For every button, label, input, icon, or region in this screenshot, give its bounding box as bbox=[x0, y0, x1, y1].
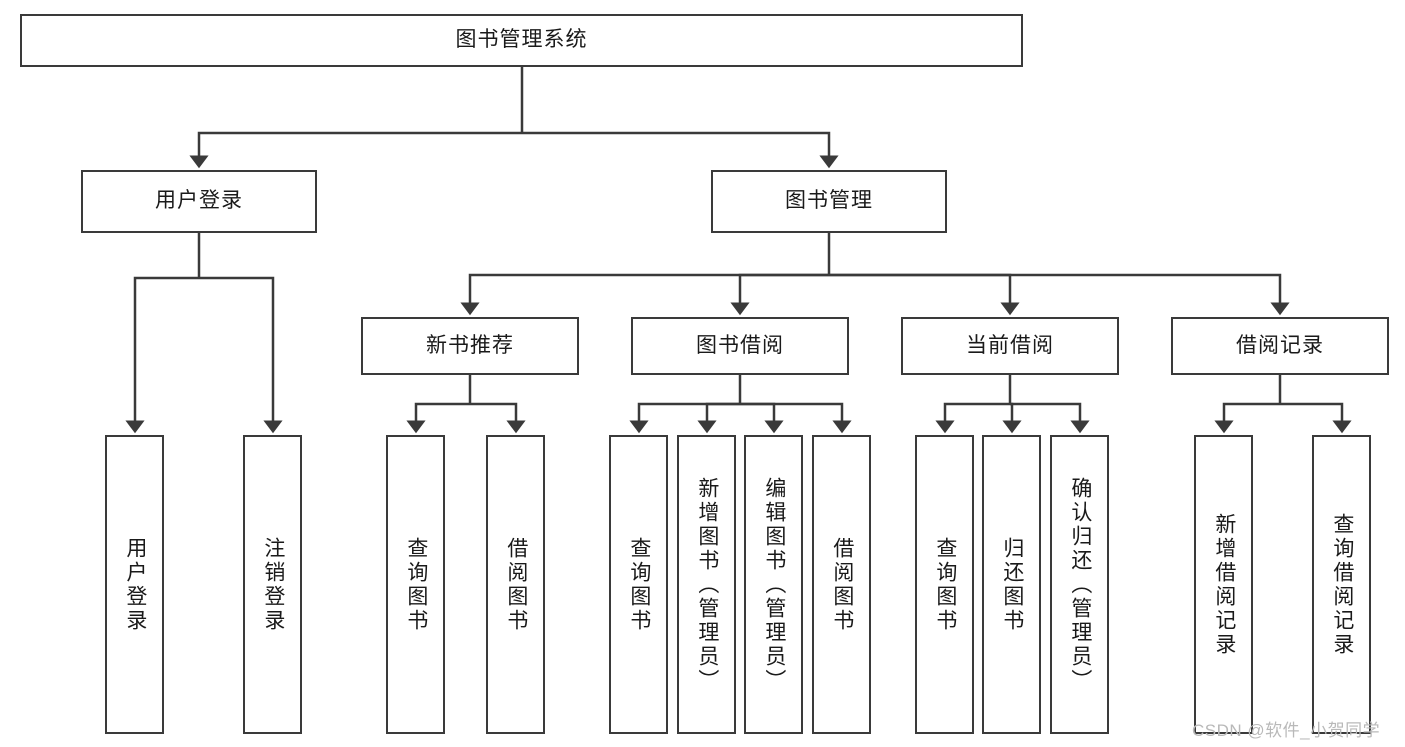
edge-root-to-login bbox=[189, 131, 522, 169]
edge-borrow-to-borrow-4 bbox=[740, 402, 852, 434]
node-current[interactable]: 当前借阅 bbox=[901, 317, 1119, 375]
edge-login-to-login-1 bbox=[125, 276, 199, 434]
node-label: 查询图书 bbox=[627, 536, 651, 633]
edge-newbook-to-newbook-1 bbox=[406, 402, 470, 434]
edge-login-to-login-2 bbox=[199, 276, 283, 434]
node-records[interactable]: 借阅记录 bbox=[1171, 317, 1389, 375]
node-login[interactable]: 用户登录 bbox=[81, 170, 317, 233]
node-label: 新书推荐 bbox=[426, 333, 514, 357]
edge-records-to-records-1 bbox=[1214, 402, 1280, 434]
edge-bookmgmt-to-borrow bbox=[730, 273, 829, 316]
node-borrow-2[interactable]: 新增图书（管理员） bbox=[677, 435, 736, 734]
edge-current-to-current-2 bbox=[1002, 402, 1022, 434]
node-label: 查询借阅记录 bbox=[1330, 512, 1354, 657]
node-borrow-1[interactable]: 查询图书 bbox=[609, 435, 668, 734]
node-label: 当前借阅 bbox=[966, 333, 1054, 357]
node-borrow[interactable]: 图书借阅 bbox=[631, 317, 849, 375]
node-label: 图书借阅 bbox=[696, 333, 784, 357]
edge-current-to-current-3 bbox=[1010, 402, 1090, 434]
node-label: 编辑图书（管理员） bbox=[762, 476, 786, 693]
edge-records-to-records-2 bbox=[1280, 402, 1352, 434]
node-label: 图书管理系统 bbox=[455, 28, 588, 52]
node-borrow-4[interactable]: 借阅图书 bbox=[812, 435, 871, 734]
node-label: 新增借阅记录 bbox=[1212, 512, 1236, 657]
node-label: 新增图书（管理员） bbox=[695, 476, 719, 693]
edge-bookmgmt-to-current bbox=[829, 273, 1020, 316]
node-label: 注销登录 bbox=[261, 536, 285, 633]
edge-borrow-to-borrow-2 bbox=[697, 402, 740, 434]
node-newbook[interactable]: 新书推荐 bbox=[361, 317, 579, 375]
edge-root-to-bookmgmt bbox=[522, 131, 839, 169]
node-label: 查询图书 bbox=[404, 536, 428, 633]
node-label: 归还图书 bbox=[1000, 536, 1024, 633]
node-label: 借阅记录 bbox=[1236, 333, 1324, 357]
edge-bookmgmt-to-records bbox=[829, 273, 1290, 316]
node-label: 用户登录 bbox=[155, 189, 243, 213]
edge-newbook-to-newbook-2 bbox=[470, 402, 526, 434]
node-login-1[interactable]: 用户登录 bbox=[105, 435, 164, 734]
edge-borrow-to-borrow-1 bbox=[629, 402, 740, 434]
edge-current-to-current-1 bbox=[935, 402, 1010, 434]
node-root[interactable]: 图书管理系统 bbox=[20, 14, 1023, 67]
node-label: 图书管理 bbox=[785, 189, 873, 213]
node-label: 借阅图书 bbox=[504, 536, 528, 633]
node-label: 查询图书 bbox=[933, 536, 957, 633]
node-newbook-2[interactable]: 借阅图书 bbox=[486, 435, 545, 734]
node-records-1[interactable]: 新增借阅记录 bbox=[1194, 435, 1253, 734]
node-borrow-3[interactable]: 编辑图书（管理员） bbox=[744, 435, 803, 734]
node-bookmgmt[interactable]: 图书管理 bbox=[711, 170, 947, 233]
node-label: 确认归还（管理员） bbox=[1068, 476, 1092, 693]
node-current-2[interactable]: 归还图书 bbox=[982, 435, 1041, 734]
node-records-2[interactable]: 查询借阅记录 bbox=[1312, 435, 1371, 734]
node-newbook-1[interactable]: 查询图书 bbox=[386, 435, 445, 734]
node-label: 借阅图书 bbox=[830, 536, 854, 633]
node-current-1[interactable]: 查询图书 bbox=[915, 435, 974, 734]
node-label: 用户登录 bbox=[123, 536, 147, 633]
node-current-3[interactable]: 确认归还（管理员） bbox=[1050, 435, 1109, 734]
edge-bookmgmt-to-newbook bbox=[460, 273, 829, 316]
node-login-2[interactable]: 注销登录 bbox=[243, 435, 302, 734]
csdn-watermark: CSDN @软件_小贺同学 bbox=[1192, 721, 1381, 740]
edge-borrow-to-borrow-3 bbox=[740, 402, 784, 434]
